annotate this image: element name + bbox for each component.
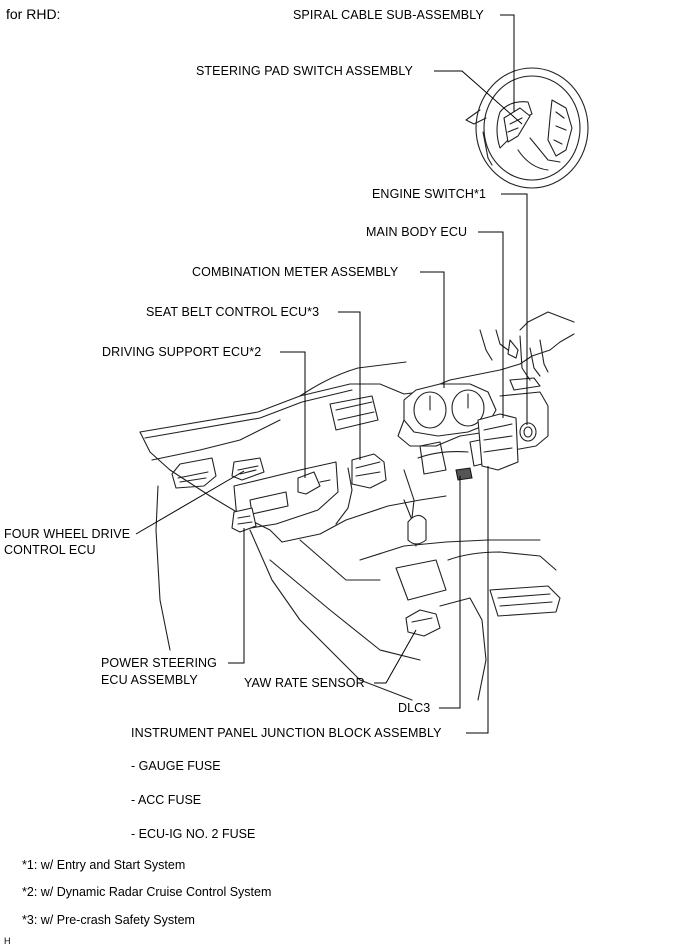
label-dlc3: DLC3 [398,701,431,715]
steering-wheel-inset [465,67,589,189]
label-yaw-rate-sensor: YAW RATE SENSOR [244,676,365,690]
fuse-item: - GAUGE FUSE [131,759,221,773]
page-heading: for RHD: [6,6,61,22]
label-seat-belt-ecu: SEAT BELT CONTROL ECU*3 [146,305,320,319]
label-spiral-cable: SPIRAL CABLE SUB-ASSEMBLY [293,8,484,22]
label-four-wheel-drive-ecu-line1: FOUR WHEEL DRIVE [4,527,131,541]
leader-lines [135,14,528,734]
label-steering-pad-switch: STEERING PAD SWITCH ASSEMBLY [196,64,413,78]
label-ip-junction-block: INSTRUMENT PANEL JUNCTION BLOCK ASSEMBLY [131,726,442,740]
footnote: *1: w/ Entry and Start System [22,858,186,872]
fuse-item: - ECU-IG NO. 2 FUSE [131,827,256,841]
footnote: *3: w/ Pre-crash Safety System [22,913,195,927]
label-main-body-ecu: MAIN BODY ECU [366,225,468,239]
yaw-rate-sensor-shape [405,609,441,637]
footnote: *2: w/ Dynamic Radar Cruise Control Syst… [22,885,272,899]
label-power-steering-ecu-line1: POWER STEERING [101,656,217,670]
label-engine-switch: ENGINE SWITCH*1 [372,187,487,201]
dlc3-shape [455,467,473,481]
driving-support-ecu-shape [297,471,331,495]
fuse-item: - ACC FUSE [131,793,202,807]
label-four-wheel-drive-ecu-line2: CONTROL ECU [4,543,96,557]
label-power-steering-ecu-line2: ECU ASSEMBLY [101,673,198,687]
power-steering-ecu-shape [231,507,257,533]
label-driving-support-ecu: DRIVING SUPPORT ECU*2 [102,345,262,359]
figure-code: H [4,936,11,946]
label-combination-meter: COMBINATION METER ASSEMBLY [192,265,399,279]
junction-block-shape [477,413,519,471]
dashboard-sketch [139,311,575,701]
four-wheel-drive-ecu-shape [231,457,265,481]
seat-belt-ecu-shape [351,453,387,489]
